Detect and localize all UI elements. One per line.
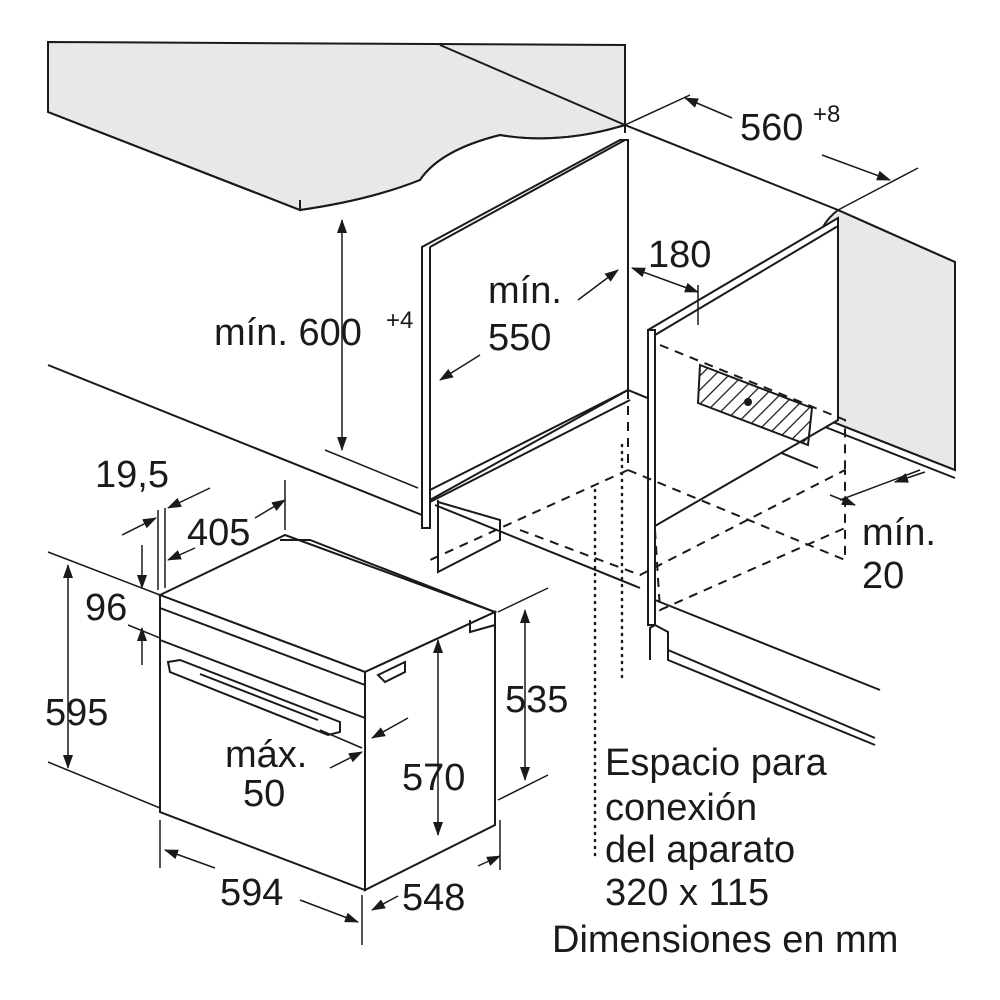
label-560: 560 (740, 107, 803, 149)
note-line-4: 320 x 115 (605, 872, 769, 914)
niche-hidden-edges (429, 344, 846, 612)
dim-19-5-405 (121, 480, 286, 590)
cabinet-right-panel (647, 216, 876, 746)
label-560-tol: +8 (813, 101, 840, 128)
label-20-line1: mín. (862, 512, 936, 554)
label-96: 96 (85, 587, 127, 629)
dim-594 (159, 820, 363, 945)
label-550-line2: 550 (488, 317, 551, 359)
dim-548 (371, 820, 501, 911)
floor-lines (47, 364, 881, 739)
note-line-3: del aparato (605, 829, 795, 871)
dim-96 (127, 545, 161, 665)
oven (157, 533, 498, 892)
label-180: 180 (648, 234, 711, 276)
label-535: 535 (505, 679, 568, 721)
connection-area (696, 363, 814, 447)
label-20-line2: 20 (862, 555, 904, 597)
cabinet-left-panel (421, 139, 819, 574)
dim-535 (497, 587, 549, 801)
dim-20 (829, 469, 926, 506)
label-595: 595 (45, 692, 108, 734)
dim-180 (631, 267, 699, 325)
label-50-line1: máx. (225, 734, 307, 776)
dim-550 (439, 269, 619, 381)
label-570: 570 (402, 757, 465, 799)
dim-50 (319, 717, 409, 769)
countertop-left (47, 40, 626, 212)
label-548: 548 (402, 877, 465, 919)
dim-560 (624, 94, 919, 211)
dim-600 (324, 219, 419, 489)
label-600: mín. 600 (214, 312, 362, 354)
label-550-line1: mín. (488, 270, 562, 312)
label-405: 405 (187, 512, 250, 554)
label-600-tol: +4 (386, 307, 413, 334)
note-line-2: conexión (605, 787, 757, 829)
note-line-1: Espacio para (605, 742, 828, 784)
dim-595 (47, 551, 161, 809)
label-594: 594 (220, 872, 283, 914)
niche-back-lines (439, 44, 956, 263)
units-caption: Dimensiones en mm (552, 919, 898, 961)
label-50-line2: 50 (243, 773, 285, 815)
label-19-5: 19,5 (95, 454, 169, 496)
